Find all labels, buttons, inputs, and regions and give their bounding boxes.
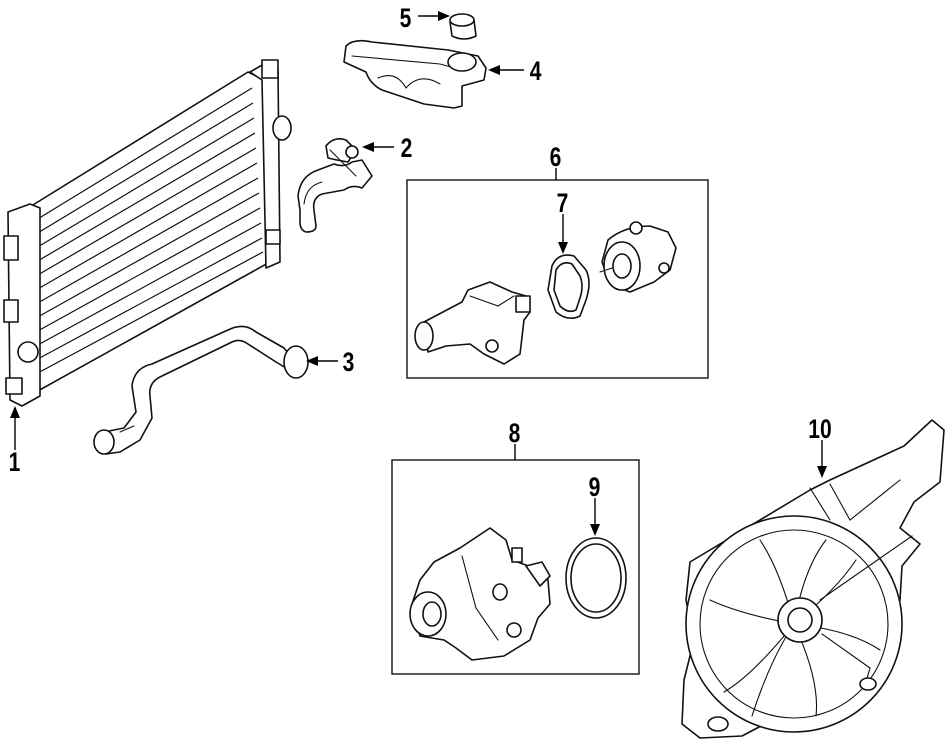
thermostat-housing: [414, 281, 531, 365]
callout-5: 5: [400, 4, 412, 34]
water-pump-seal: [565, 537, 627, 619]
callout-10: 10: [808, 415, 831, 445]
thermostat-gasket: [547, 254, 590, 320]
callout-1: 1: [9, 448, 21, 478]
thermostat: [599, 221, 677, 293]
thermostat-group-frame: [406, 179, 709, 379]
water-pump: [409, 527, 551, 661]
callout-2: 2: [401, 134, 413, 164]
leader-lines: [10, 11, 827, 536]
coolant-reservoir: [343, 39, 487, 109]
radiator: [3, 59, 292, 407]
lower-radiator-hose: [93, 325, 309, 455]
callout-4: 4: [530, 57, 542, 87]
upper-radiator-hose: [297, 138, 373, 233]
callout-7: 7: [557, 189, 569, 219]
radiator-fins: [35, 87, 264, 375]
callout-3: 3: [343, 348, 355, 378]
callout-8: 8: [509, 419, 521, 449]
reservoir-cap: [449, 13, 477, 40]
callout-9: 9: [589, 473, 601, 503]
callout-6: 6: [550, 143, 562, 173]
cooling-fan-assembly: [681, 419, 945, 739]
